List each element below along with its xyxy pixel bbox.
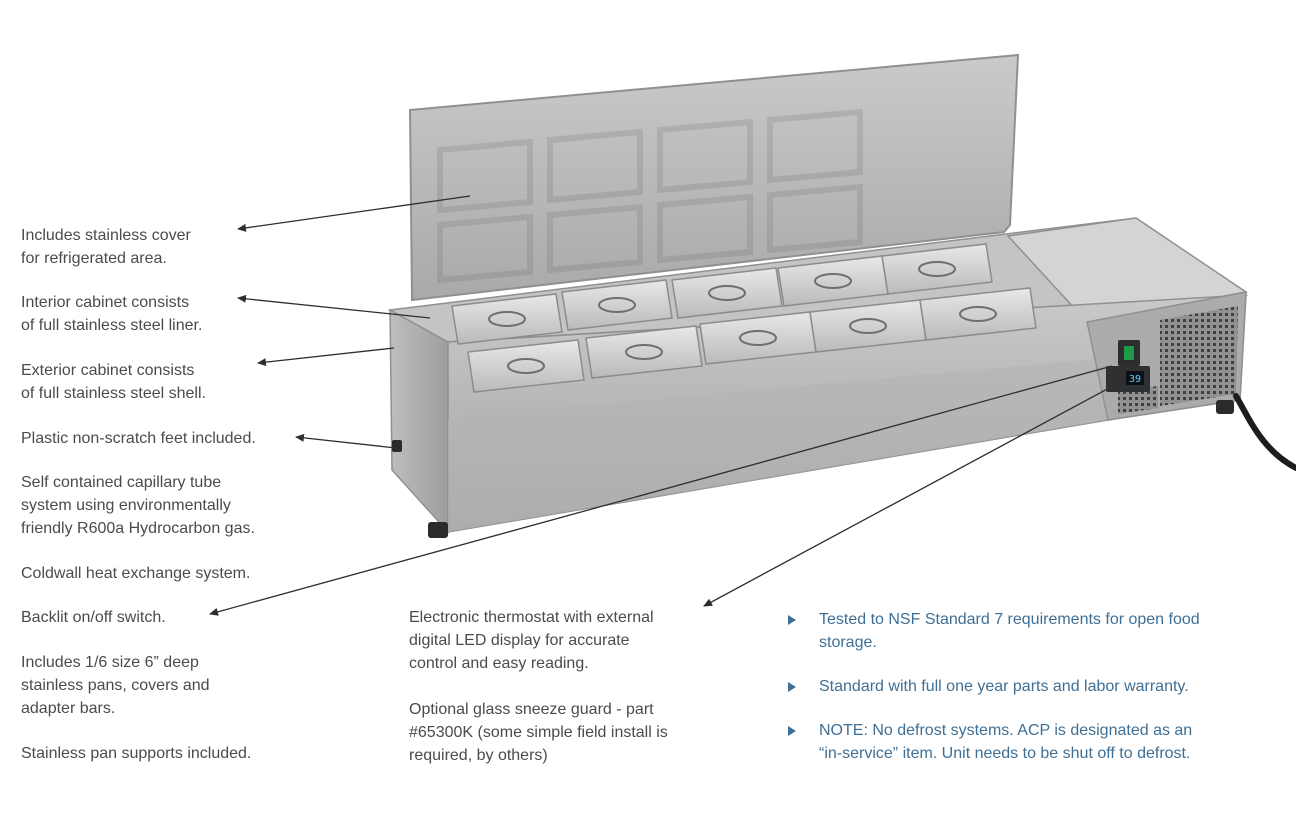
feature-capillary-system: Self contained capillary tube system usi… (21, 474, 255, 537)
callout-arrows (209, 195, 1125, 616)
bullet-warranty: Standard with full one year parts and la… (786, 675, 1256, 698)
bullet-defrost-note: NOTE: No defrost systems. ACP is designa… (786, 719, 1256, 765)
feature-exterior-cabinet: Exterior cabinet consists of full stainl… (21, 362, 206, 402)
arrow-exterior (257, 347, 395, 367)
triangle-bullet-icon (788, 615, 796, 625)
feature-cover: Includes stainless cover for refrigerate… (21, 227, 191, 267)
feature-sneeze-guard: Optional glass sneeze guard - part #6530… (409, 701, 668, 764)
foot-left (428, 522, 448, 538)
feature-pans: Includes 1/6 size 6” deep stainless pans… (21, 654, 210, 717)
feature-feet: Plastic non-scratch feet included. (21, 430, 256, 447)
food-pan (881, 243, 993, 295)
spec-bullet-list: Tested to NSF Standard 7 requirements fo… (786, 608, 1256, 786)
switch-green-light (1124, 346, 1134, 360)
triangle-bullet-icon (788, 726, 796, 736)
left-end-panel (389, 308, 449, 534)
feature-interior-cabinet: Interior cabinet consists of full stainl… (21, 294, 203, 334)
led-display: 39 (1129, 374, 1141, 385)
food-pans (451, 243, 1037, 393)
compressor-vents (1086, 291, 1247, 421)
stainless-cover (408, 53, 1020, 302)
arrow-switch (209, 365, 1113, 616)
food-pan (561, 279, 673, 331)
arrow-cover (237, 195, 471, 232)
arrow-interior (237, 294, 431, 319)
power-cord (1233, 393, 1296, 471)
food-pan (467, 339, 585, 393)
feature-pan-supports: Stainless pan supports included. (21, 745, 252, 762)
food-pan (451, 293, 563, 345)
feature-thermostat: Electronic thermostat with external digi… (409, 609, 654, 672)
arrow-thermostat (703, 379, 1125, 607)
food-pan (671, 267, 783, 319)
bullet-nsf: Tested to NSF Standard 7 requirements fo… (786, 608, 1256, 654)
food-pan (919, 287, 1037, 341)
foot-right (1216, 400, 1234, 414)
foot-back (392, 440, 402, 452)
feature-switch: Backlit on/off switch. (21, 609, 166, 626)
food-pan (585, 325, 703, 379)
arrow-feet (295, 433, 397, 449)
feature-coldwall: Coldwall heat exchange system. (21, 565, 251, 582)
triangle-bullet-icon (788, 682, 796, 692)
